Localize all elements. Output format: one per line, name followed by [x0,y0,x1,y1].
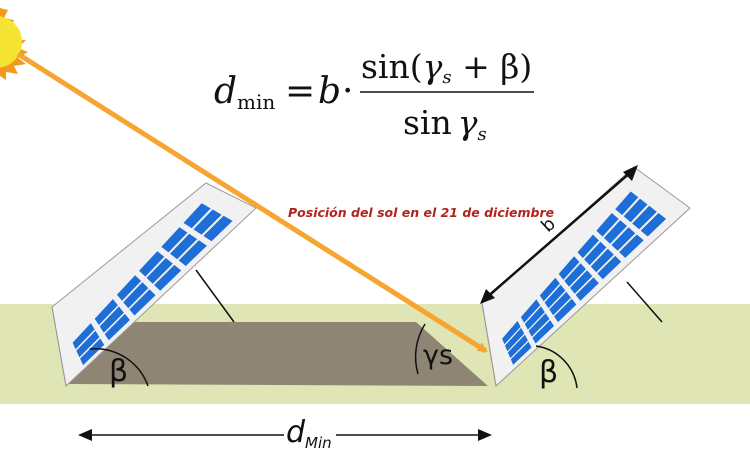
formula-equals: = [285,71,315,112]
left-panel-cell [203,215,233,242]
d-min-arrow [78,429,492,441]
formula-num-fn: sin( [361,47,423,86]
d-min-sub: Min [305,434,332,452]
b-length-arrow [480,165,638,304]
right-panel-cell [554,298,577,323]
formula-lhs-sub: min [237,90,275,114]
right-panel-cell [619,234,644,258]
left-panel-cell [183,203,211,229]
right-panel-cell [575,277,599,301]
right-panel-cell [528,313,550,337]
right-panel-cell [640,213,667,237]
right-panel-cell [611,227,636,251]
right-solar-panel [481,166,691,387]
sun-position-annotation: Posición del sol en el 21 de diciembre [288,205,554,220]
right-panel-cell [520,299,541,323]
left-panel-cell [123,282,149,309]
right-panel-cell [584,241,607,266]
svg-text:dmin: dmin [214,71,275,114]
left-panel-cell [161,227,188,253]
right-panel-cell [532,320,554,344]
right-panel-cell [590,248,614,273]
left-panel-cell [146,258,173,284]
right-panel-cell [597,255,622,280]
right-panel-cell [632,205,657,230]
left-panel-cell [99,306,124,333]
formula-den-fn: sin [403,103,452,142]
right-panel-cell [549,291,571,316]
formula-num-gamma-sub: s [442,67,451,88]
right-panel-cell [539,277,560,302]
gamma-arc [414,323,426,375]
beta-left-arc [89,348,149,387]
formula-den-gamma: γ [458,103,478,142]
left-panel-support [195,269,235,323]
right-panel-cell [623,198,648,223]
left-panel-cell [72,323,95,350]
left-panel-cell [76,330,100,358]
sun-ray-arrow [16,51,488,354]
right-panel-cell [596,213,619,237]
right-panel-cell [577,234,599,259]
left-panel-cells [72,203,233,366]
d-min-label: dMin [286,415,332,452]
left-panel-cell [104,313,130,341]
right-panel-cell [615,191,639,215]
beta-right-arc [535,345,578,389]
left-panel-cell [154,264,182,291]
right-panel-cell [505,327,525,352]
left-panel-cell [116,275,142,301]
left-panel-cell [170,233,198,260]
left-panel-cell [129,289,156,316]
right-panel-cell [524,306,545,330]
right-panel-cell [603,220,627,244]
left-panel-cell [193,209,222,235]
left-panel-cell [94,299,118,325]
formula-den-gamma-sub: s [477,124,486,145]
formula-num-gamma: γ [423,47,443,86]
formula-num-rest: + β) [452,47,533,86]
formula-b: b [318,71,341,112]
sun-icon [0,8,28,80]
beta-right-label: β [539,355,558,390]
formula-lhs-var: d [214,71,237,112]
right-panel-support [626,281,663,323]
beta-left-label: β [109,354,128,389]
formula-dot: · [342,71,353,112]
right-panel-cell [564,263,586,287]
right-panel-cells [502,191,667,365]
left-panel-cell [139,251,165,277]
right-panel-cell [558,256,580,280]
right-panel-cell [507,334,528,359]
right-panel-cell [510,341,532,365]
left-panel-cell [178,240,207,266]
left-panel-cell [80,338,105,366]
svg-text:sin(γs + β): sin(γs + β) [361,47,532,88]
right-panel-cell [502,321,521,345]
right-panel-cell [570,270,593,294]
right-panel-cell [544,284,566,309]
d-min-var: d [286,415,306,450]
gamma-label: γs [423,340,453,371]
panel-shadow [66,322,488,386]
left-solar-panel [51,182,257,387]
